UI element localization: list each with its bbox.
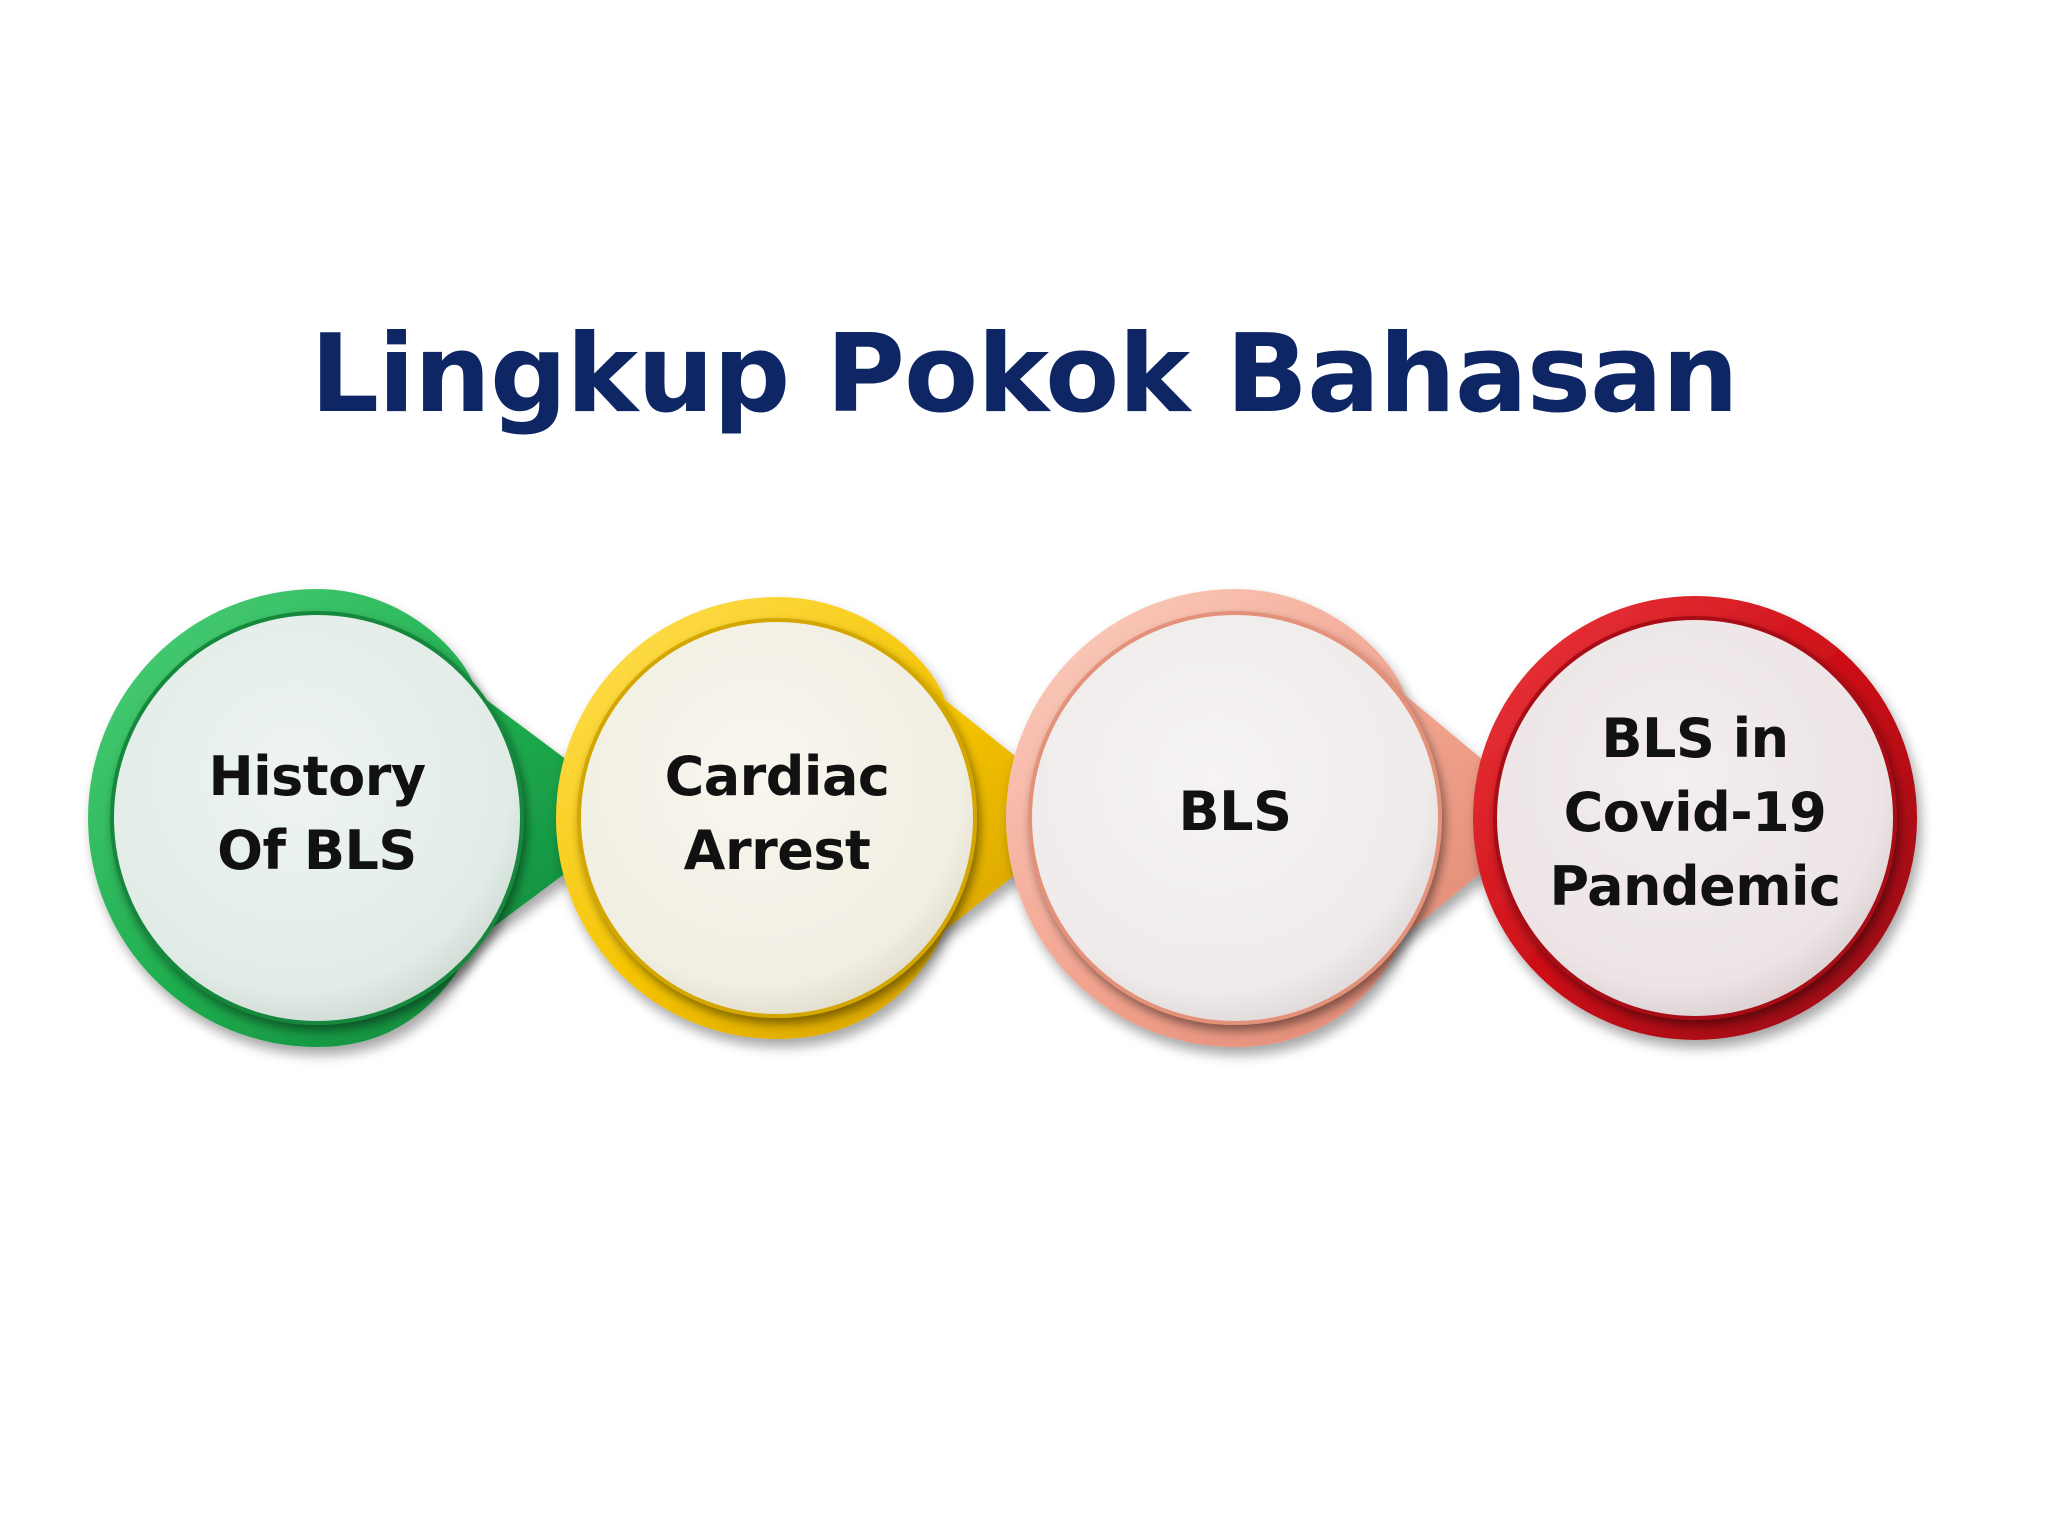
node-covid-line: Pandemic (1549, 855, 1841, 918)
node-covid-line: BLS in (1601, 707, 1789, 770)
node-bls-label: BLS (1065, 775, 1405, 849)
page-title: Lingkup Pokok Bahasan (310, 312, 1739, 437)
node-cardiac (556, 597, 1090, 1039)
node-cardiac-label: Cardiac Arrest (607, 740, 947, 888)
node-cardiac-line: Arrest (683, 819, 871, 882)
node-history-line: History (208, 745, 426, 808)
node-history-disc (110, 611, 524, 1025)
node-history-label: History Of BLS (147, 740, 487, 888)
node-bls-line: BLS (1178, 780, 1292, 843)
node-bls-disc (1028, 611, 1442, 1025)
node-covid (1473, 596, 1917, 1040)
node-covid-label: BLS in Covid-19 Pandemic (1525, 702, 1865, 924)
node-covid-line: Covid-19 (1563, 781, 1827, 844)
node-history-line: Of BLS (217, 819, 417, 882)
node-history (88, 589, 642, 1047)
node-covid-disc (1493, 616, 1897, 1020)
node-cardiac-disc (577, 618, 977, 1018)
node-bls (1006, 589, 1550, 1047)
node-cardiac-line: Cardiac (664, 745, 890, 808)
